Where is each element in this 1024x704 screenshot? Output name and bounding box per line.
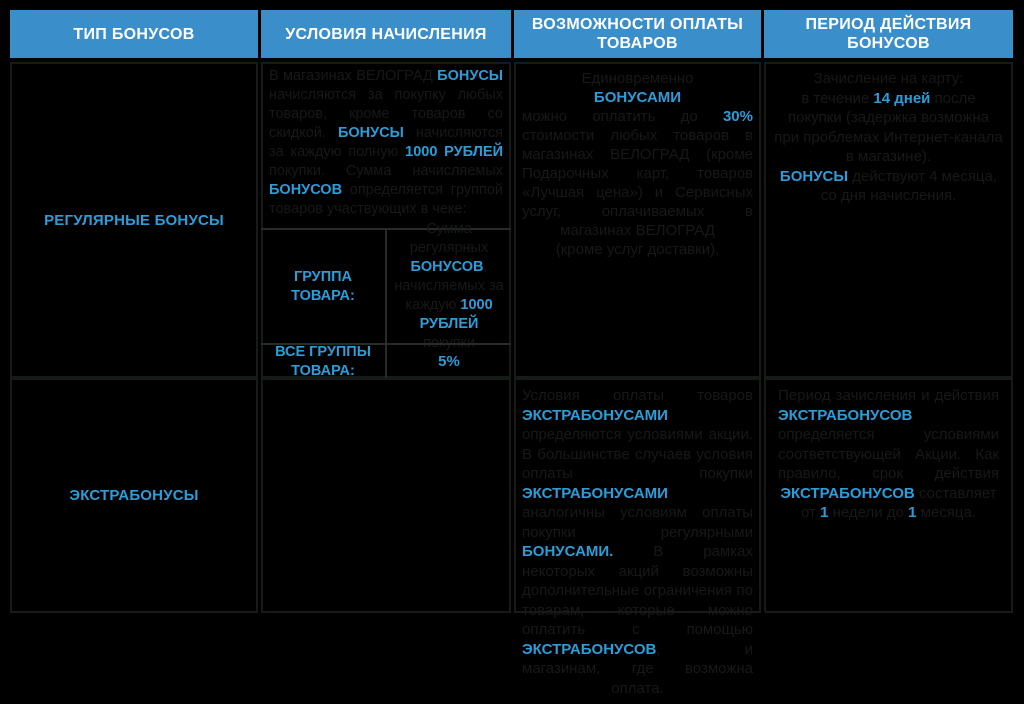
group-label: ГРУППА ТОВАРА: (291, 268, 355, 304)
conditions-subtable: ГРУППА ТОВАРА: Сумма регулярных БОНУСОВ,… (261, 221, 511, 379)
group-value: Сумма регулярных БОНУСОВ, начисляемых за… (394, 221, 504, 351)
header-cell-accrual-conditions: УСЛОВИЯ НАЧИСЛЕНИЯ (261, 10, 511, 58)
payment-text-extra: Условия оплаты товаров ЭКСТРАБОНУСАМИ оп… (522, 387, 753, 697)
all-groups-percent: 5% (438, 353, 460, 370)
subtable-all-groups-label-cell: ВСЕ ГРУППЫ ТОВАРА: (261, 343, 387, 379)
header-label: ПЕРИОД ДЕЙСТВИЯ БОНУСОВ (805, 16, 972, 52)
header-label: ТИП БОНУСОВ (73, 25, 195, 43)
subtable-all-groups-value-cell: 5% (387, 343, 511, 378)
type-cell-extra-bonuses: ЭКСТРАБОНУСЫ (10, 378, 258, 613)
header-label: УСЛОВИЯ НАЧИСЛЕНИЯ (285, 25, 487, 43)
conditions-paragraph: В магазинах ВЕЛОГРАД БОНУСЫ начисляются … (269, 68, 503, 217)
period-cell-extra: Период зачисления и действия ЭКСТРАБОНУС… (764, 378, 1013, 613)
period-cell-regular: Зачисление на карту:в течение 14 дней по… (764, 62, 1013, 378)
bonus-program-table: ТИП БОНУСОВ УСЛОВИЯ НАЧИСЛЕНИЯ ВОЗМОЖНОС… (10, 10, 1013, 697)
subtable-group-label-cell: ГРУППА ТОВАРА: (261, 230, 387, 343)
header-cell-bonus-type: ТИП БОНУСОВ (10, 10, 258, 58)
header-label: ВОЗМОЖНОСТИ ОПЛАТЫ ТОВАРОВ (531, 16, 744, 52)
payment-cell-extra: Условия оплаты товаров ЭКСТРАБОНУСАМИ оп… (514, 378, 761, 697)
type-label-regular: РЕГУЛЯРНЫЕ БОНУСЫ (44, 211, 224, 229)
all-groups-label: ВСЕ ГРУППЫ ТОВАРА: (275, 343, 371, 379)
conditions-cell-extra-empty (261, 378, 511, 613)
header-cell-payment-options: ВОЗМОЖНОСТИ ОПЛАТЫ ТОВАРОВ (514, 10, 761, 58)
period-text-regular: Зачисление на карту:в течение 14 дней по… (774, 70, 1003, 204)
conditions-cell-regular: В магазинах ВЕЛОГРАД БОНУСЫ начисляются … (261, 62, 511, 379)
type-cell-regular-bonuses: РЕГУЛЯРНЫЕ БОНУСЫ (10, 62, 258, 378)
type-label-extra: ЭКСТРАБОНУСЫ (69, 487, 199, 504)
period-text-extra: Период зачисления и действия ЭКСТРАБОНУС… (778, 387, 999, 521)
header-cell-bonus-period: ПЕРИОД ДЕЙСТВИЯ БОНУСОВ (764, 10, 1013, 58)
subtable-group-value-cell: Сумма регулярных БОНУСОВ, начисляемых за… (387, 221, 511, 351)
